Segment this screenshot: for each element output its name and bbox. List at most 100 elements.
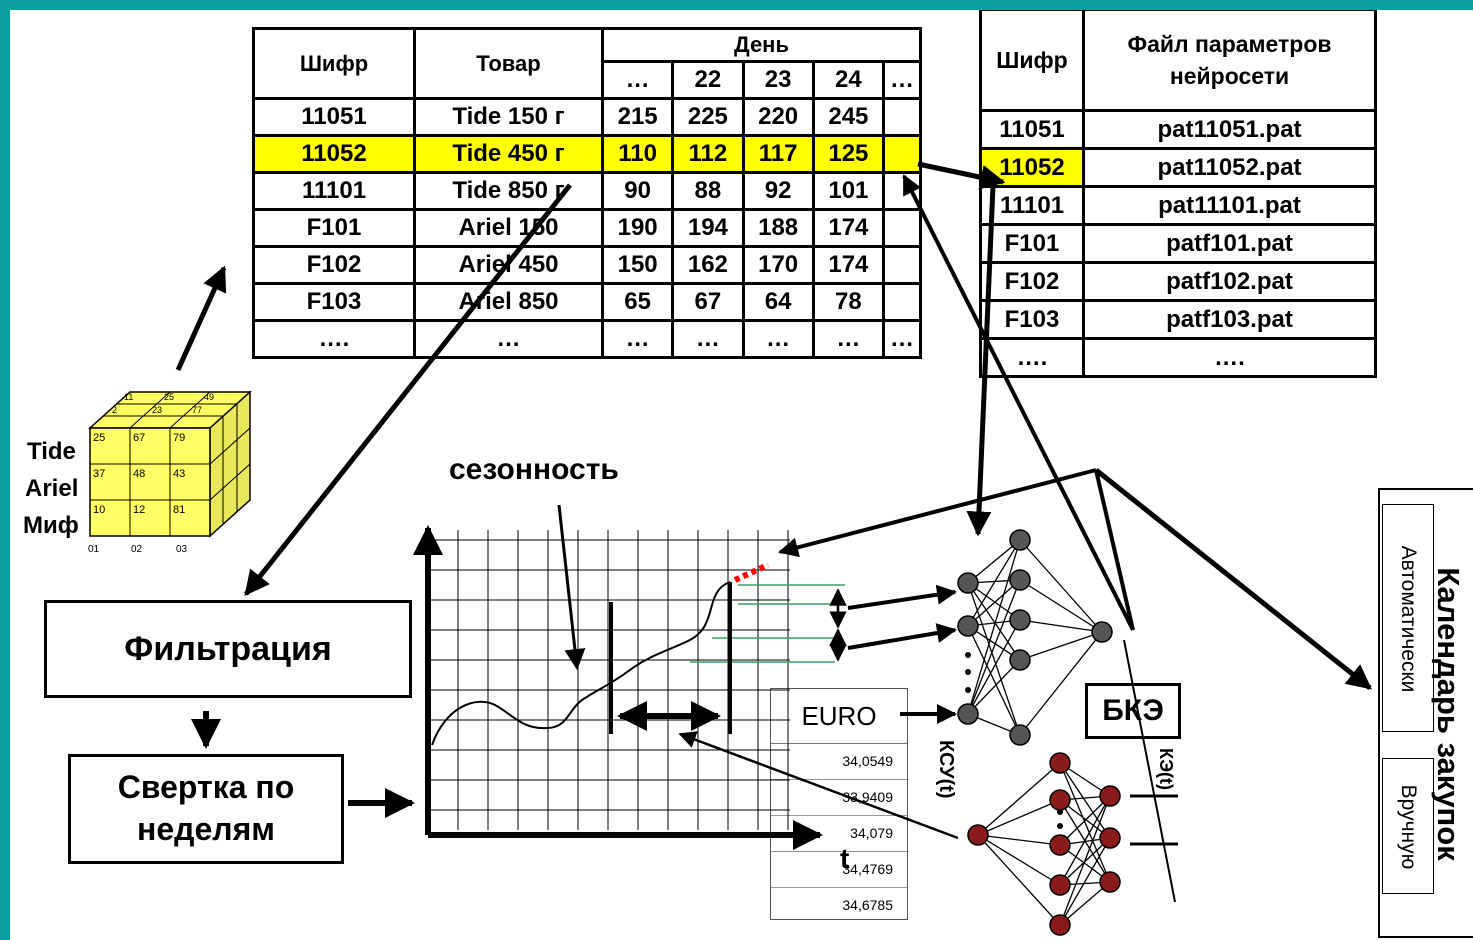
cell-file: patf101.pat: [1082, 223, 1377, 264]
cell-code: ….: [252, 319, 416, 359]
cube-col-label: 02: [131, 544, 143, 555]
neuron: [957, 615, 979, 637]
time-series-curve: [431, 581, 731, 746]
cell-code: F101: [979, 223, 1085, 264]
product-sales-table: Шифр Товар День … 22 23 24 … 11051 Tide …: [252, 27, 922, 359]
cell-value: …: [811, 319, 886, 359]
cell-value: [882, 134, 922, 174]
cube-value: 2: [112, 405, 117, 415]
cube-value: 67: [133, 432, 145, 444]
bke-box: БКЭ: [1085, 683, 1181, 739]
cell-code: 11101: [979, 185, 1085, 226]
euro-rate-row: 34,079: [771, 816, 907, 852]
euro-rate-row: 33,9409: [771, 780, 907, 816]
cell-file: patf103.pat: [1082, 299, 1377, 340]
cell-value: 125: [811, 134, 886, 174]
cell-value: 65: [600, 282, 675, 322]
cell-value: 112: [671, 134, 745, 174]
cell-value: 174: [811, 208, 886, 248]
cell-value: 67: [671, 282, 745, 322]
cell-code: F101: [252, 208, 416, 248]
cell-file: ….: [1082, 337, 1377, 378]
convolution-box: Свертка по неделям: [68, 754, 344, 864]
table-row: 11051 Tide 150 г 215 225 220 245: [252, 97, 922, 137]
cell-value: 215: [600, 97, 675, 137]
neuron: [1009, 724, 1031, 746]
cell-code: F102: [252, 245, 416, 285]
cell-code: F102: [979, 261, 1085, 302]
ellipsis-dot: [965, 687, 971, 693]
cube-col-label: 01: [88, 544, 100, 555]
cell-value: [882, 245, 922, 285]
cube-value: 43: [173, 468, 185, 480]
cube-value: 48: [133, 468, 145, 480]
day-col: …: [882, 60, 922, 100]
neuron: [957, 572, 979, 594]
cell-value: [882, 282, 922, 322]
cell-value: …: [671, 319, 745, 359]
table-row: F103 Ariel 850 65 67 64 78: [252, 282, 922, 322]
cube-value: 23: [152, 405, 162, 415]
table-row-highlighted: 11052 Tide 450 г 110 112 117 125: [252, 134, 922, 174]
neuron: [1049, 834, 1071, 856]
cell-value: 101: [811, 171, 886, 211]
cube-value: 11: [124, 392, 133, 402]
chart-axes: [413, 525, 823, 850]
auto-mode-panel[interactable]: Автоматически: [1382, 504, 1434, 732]
purchase-calendar-panel: Автоматически Вручную Календарь закупок: [1378, 488, 1473, 938]
cell-code: 11051: [252, 97, 416, 137]
table-row: F101 patf101.pat: [979, 223, 1377, 264]
euro-rate-row: 34,6785: [842, 897, 893, 913]
cube-value: 77: [192, 405, 202, 415]
axis-t-label: t: [840, 843, 849, 874]
filtration-box: Фильтрация: [44, 600, 412, 698]
cell-code: F103: [252, 282, 416, 322]
euro-rate-row: 34,0549: [771, 744, 907, 780]
cell-value: 162: [671, 245, 745, 285]
cell-code: 11052: [252, 134, 416, 174]
table-row: F102 patf102.pat: [979, 261, 1377, 302]
ellipsis-dot: [1057, 823, 1063, 829]
cell-code: 11101: [252, 171, 416, 211]
neural-net-2-links: [977, 762, 1111, 926]
cube-row-label: Ariel: [25, 475, 79, 502]
cell-value: [882, 208, 922, 248]
bke-label: БКЭ: [1102, 694, 1164, 727]
cube-value: 79: [173, 432, 185, 444]
header-goods: Товар: [413, 27, 604, 100]
manual-mode-label: Вручную: [1397, 784, 1420, 870]
neural-net-1-links: [967, 539, 1103, 736]
cell-value: …: [882, 319, 922, 359]
calendar-title: Календарь закупок: [1431, 567, 1466, 861]
cube-col-label: 03: [176, 544, 188, 555]
cell-value: 90: [600, 171, 675, 211]
neuron: [1049, 874, 1071, 896]
flow-arrows: [175, 161, 1372, 903]
cube-row-label: Миф: [23, 512, 79, 539]
day-col: 22: [671, 60, 745, 100]
table-row: 11101 Tide 850 г 90 88 92 101: [252, 171, 922, 211]
day-col: …: [600, 60, 675, 100]
cell-value: 78: [811, 282, 886, 322]
cell-value: …: [741, 319, 815, 359]
day-col: 23: [741, 60, 815, 100]
cell-file: patf102.pat: [1082, 261, 1377, 302]
cube-value: 49: [204, 392, 214, 402]
ksu-label: КСУ(t): [935, 740, 957, 799]
cell-value: 92: [741, 171, 815, 211]
cell-goods: Tide 150 г: [413, 97, 604, 137]
cube-value: 37: [93, 468, 105, 480]
euro-rate-row: 34,4769: [771, 852, 907, 888]
manual-mode-panel[interactable]: Вручную: [1382, 758, 1434, 894]
cell-value: 220: [741, 97, 815, 137]
neuron: [1009, 529, 1031, 551]
data-cube-3d: 25 67 79 37 48 43 10 12 81 11 25 49 2 23…: [88, 390, 252, 555]
cell-value: 225: [671, 97, 745, 137]
cell-file: pat11052.pat: [1082, 147, 1377, 188]
neuron: [1009, 609, 1031, 631]
cube-value: 10: [93, 504, 105, 516]
cell-value: [882, 97, 922, 137]
cell-value: 188: [741, 208, 815, 248]
ellipsis-dot: [965, 652, 971, 658]
